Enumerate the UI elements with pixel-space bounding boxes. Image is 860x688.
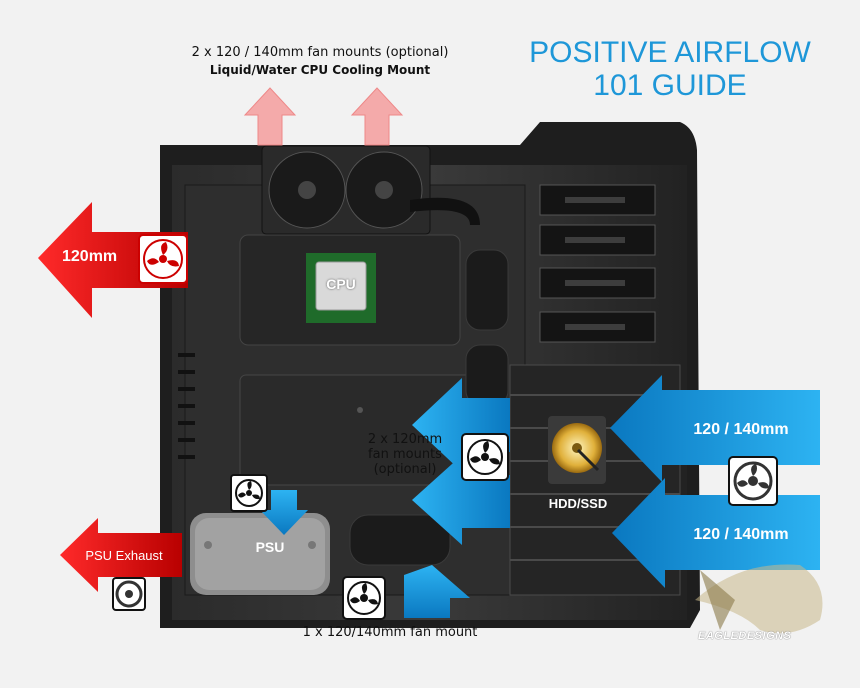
- side-mounts-line-3: (optional): [373, 462, 437, 477]
- fan-icon-bottom: [342, 576, 386, 620]
- side-mounts-line-1: 2 x 120mm: [367, 432, 443, 447]
- side-mounts-line-2: fan mounts: [368, 447, 442, 462]
- diagram-title: POSITIVE AIRFLOW 101 GUIDE: [500, 36, 840, 102]
- psu-unit: [190, 513, 330, 595]
- fan-icon-psu-intake: [230, 474, 268, 512]
- pc-case: [160, 122, 700, 628]
- fan-icon-rear-exhaust: [138, 234, 188, 284]
- drive-label: HDD/SSD: [548, 496, 608, 511]
- liquid-cooler-radiator: [261, 145, 480, 235]
- bottom-intake-arrow: [404, 565, 470, 618]
- hdd-icon: [548, 416, 606, 484]
- fan-icon-side: [461, 433, 509, 481]
- eagle-logo-mark: [695, 564, 823, 634]
- top-mounts-label: 2 x 120 / 140mm fan mounts (optional) Li…: [170, 45, 470, 77]
- front-intake-upper-label: 120 / 140mm: [693, 421, 789, 438]
- rear-exhaust-label: 120mm: [62, 248, 118, 265]
- title-line-1: POSITIVE AIRFLOW: [529, 36, 811, 69]
- fan-icon-front: [728, 456, 778, 506]
- top-exhaust-arrow-right: [350, 87, 404, 146]
- side-mounts-label: 2 x 120mm fan mounts (optional): [350, 432, 460, 477]
- title-line-2: 101 GUIDE: [593, 69, 747, 102]
- eagle-logo-text: EAGLEDESIGNS: [698, 630, 792, 642]
- psu-exhaust-arrow: [60, 518, 182, 592]
- front-intake-lower-label: 120 / 140mm: [693, 526, 789, 543]
- bottom-mount-label: 1 x 120/140mm fan mount: [302, 625, 478, 640]
- cpu-label: CPU: [326, 276, 356, 292]
- psu-intake-arrow: [260, 490, 308, 535]
- top-mounts-line-2: Liquid/Water CPU Cooling Mount: [209, 63, 431, 77]
- psu-exhaust-label: PSU Exhaust: [85, 548, 163, 563]
- top-mounts-line-1: 2 x 120 / 140mm fan mounts (optional): [191, 45, 449, 60]
- front-intake-arrow-upper: [610, 375, 820, 482]
- top-exhaust-arrow-left: [243, 87, 297, 146]
- fan-icon-psu-exhaust: [112, 577, 146, 611]
- rear-exhaust-arrow: [38, 202, 188, 318]
- psu-label: PSU: [255, 539, 285, 555]
- cpu-chip: [306, 253, 376, 323]
